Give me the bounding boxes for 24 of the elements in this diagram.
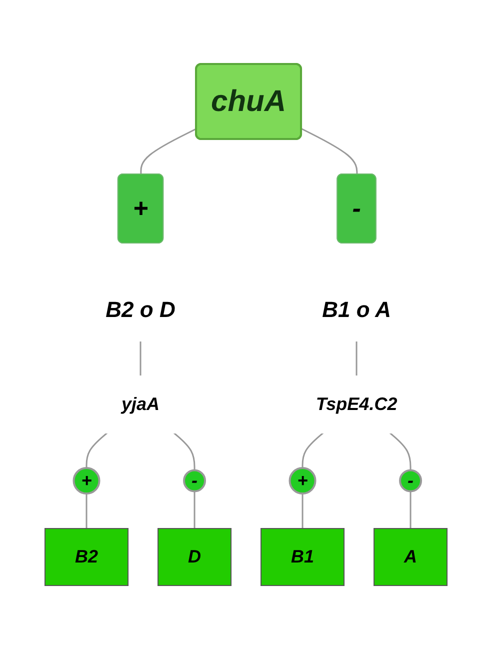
connector bbox=[302, 128, 358, 174]
node-text: B1 o A bbox=[322, 296, 392, 322]
node-circle: - bbox=[184, 469, 206, 492]
connector bbox=[86, 493, 88, 528]
node-text: TspE4.C2 bbox=[316, 394, 398, 414]
connector bbox=[390, 432, 412, 470]
connector bbox=[302, 493, 304, 528]
connector bbox=[410, 491, 412, 528]
node-circle: + bbox=[73, 466, 101, 494]
connector bbox=[140, 128, 198, 174]
node-text: B2 o D bbox=[106, 296, 176, 322]
node-box: A bbox=[374, 528, 448, 586]
node-box: B1 bbox=[261, 528, 346, 586]
connector bbox=[302, 432, 324, 468]
node-circle: + bbox=[289, 466, 317, 494]
connector bbox=[86, 432, 108, 468]
connector bbox=[194, 491, 196, 528]
connector bbox=[356, 340, 358, 376]
node-circle: - bbox=[400, 469, 423, 492]
node-text: yjaA bbox=[122, 394, 160, 414]
connector bbox=[140, 340, 142, 376]
node-box: B2 bbox=[44, 528, 129, 586]
node-box: D bbox=[158, 528, 232, 586]
connector bbox=[174, 432, 196, 470]
